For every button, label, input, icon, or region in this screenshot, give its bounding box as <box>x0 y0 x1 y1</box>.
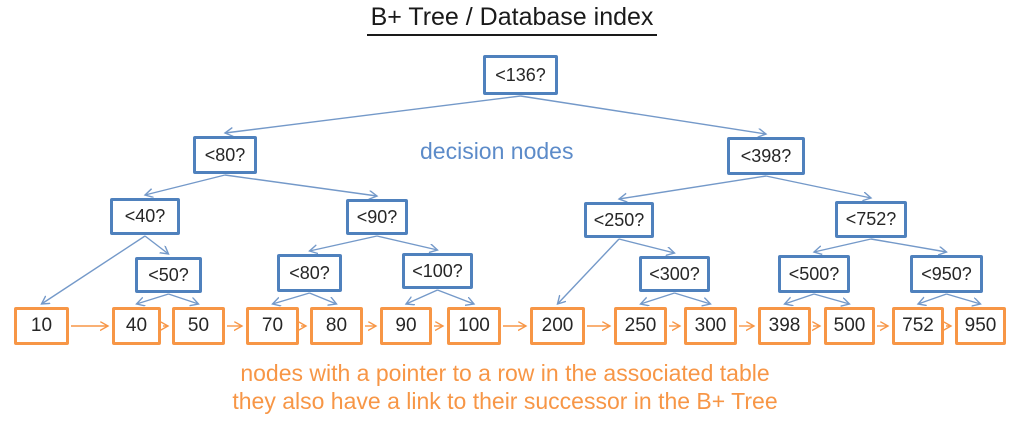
page-title: B+ Tree / Database index <box>0 3 1024 36</box>
edge-d80b-l80 <box>309 292 337 304</box>
edge-d500-l500 <box>813 293 850 304</box>
edge-d250-d300 <box>618 238 675 253</box>
leaf-node-752: 752 <box>892 307 944 345</box>
decision-nodes-annotation: decision nodes <box>420 138 574 164</box>
edge-d136-d398 <box>520 95 767 134</box>
caption-line-2: they also have a link to their successor… <box>232 388 778 414</box>
decision-node-300: <300? <box>639 256 710 292</box>
edge-d100-l90 <box>406 289 438 304</box>
edge-d398-d250 <box>619 175 767 199</box>
decision-node-80-b: <80? <box>277 254 342 292</box>
edge-d80-d40 <box>145 174 226 195</box>
leaf-node-950: 950 <box>955 307 1006 345</box>
edge-d950-l950 <box>946 293 981 304</box>
leaf-node-300: 300 <box>684 307 737 345</box>
edge-d950-l752 <box>918 293 947 304</box>
edge-d300-l250 <box>641 292 675 304</box>
edge-d80-d90 <box>224 174 377 196</box>
decision-node-40: <40? <box>110 198 180 235</box>
edge-d90-d100 <box>376 235 438 250</box>
decision-node-100: <100? <box>402 253 473 289</box>
decision-node-250: <250? <box>584 202 654 238</box>
leaf-node-500: 500 <box>824 307 875 345</box>
leaf-node-100: 100 <box>447 307 501 345</box>
leaf-node-90: 90 <box>380 307 432 345</box>
leaf-node-250: 250 <box>614 307 667 345</box>
decision-node-500: <500? <box>778 255 850 293</box>
decision-node-752: <752? <box>835 201 907 238</box>
edge-d250-l200 <box>558 238 620 304</box>
leaf-node-10: 10 <box>14 307 69 345</box>
page-title-text: B+ Tree / Database index <box>366 3 658 36</box>
edge-d136-d80 <box>225 95 521 133</box>
leaf-node-398: 398 <box>758 307 811 345</box>
edge-d300-l300 <box>674 292 711 304</box>
leaf-nodes-annotation: nodes with a pointer to a row in the ass… <box>0 359 1010 415</box>
edge-d752-d950 <box>870 238 947 252</box>
leaf-node-40: 40 <box>112 307 161 345</box>
decision-node-136: <136? <box>483 55 558 95</box>
edge-d90-d80b <box>310 235 378 251</box>
caption-line-1: nodes with a pointer to a row in the ass… <box>240 360 770 386</box>
edge-d40-l10 <box>42 235 146 304</box>
leaf-node-50: 50 <box>172 307 225 345</box>
leaf-node-80: 80 <box>310 307 363 345</box>
decision-node-80: <80? <box>193 136 257 174</box>
edge-d398-d752 <box>765 175 871 198</box>
decision-node-50: <50? <box>135 257 202 293</box>
edge-d50-l50 <box>168 293 199 304</box>
leaf-node-70: 70 <box>246 307 299 345</box>
edge-d80b-l70 <box>273 292 310 304</box>
edge-d40-d50 <box>144 235 169 254</box>
decision-node-90: <90? <box>346 199 408 235</box>
edge-d500-l398 <box>785 293 815 304</box>
edge-d752-d500 <box>814 238 872 252</box>
edge-d100-l100 <box>437 289 475 304</box>
leaf-node-200: 200 <box>530 307 585 345</box>
decision-node-950: <950? <box>910 255 983 293</box>
edge-d50-l40 <box>137 293 169 304</box>
decision-node-398: <398? <box>727 137 805 175</box>
